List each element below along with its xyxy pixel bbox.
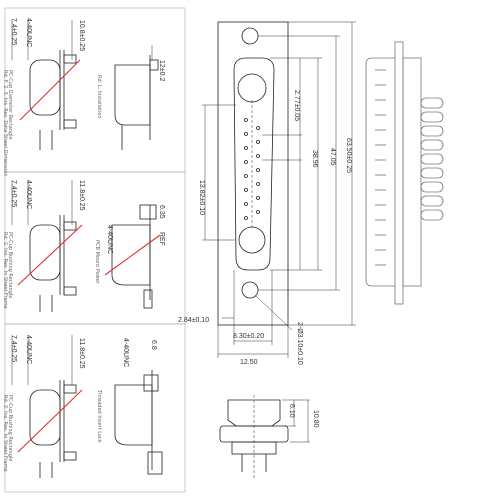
bottom-flange <box>219 425 289 443</box>
dim-e: REF <box>158 232 165 246</box>
d-shell <box>233 57 275 271</box>
note-1: Rd. F. 2. 3. Ins. Res. Data Sheet Dimens… <box>2 70 8 176</box>
side-flange <box>394 41 404 305</box>
side-connector-3 <box>17 380 83 478</box>
note-2: PC-Cup Bushing Rectangle <box>7 232 13 298</box>
dim-d: 4-40UNC <box>122 338 129 367</box>
dim-b: 4-40UNC <box>25 18 32 47</box>
flange-outline <box>217 21 289 326</box>
variant-panel-2: 7.4±0.25 4-40UNC 11.8±0.25 6.35 REF 4-40… <box>2 171 186 325</box>
dim-c: 11.8±0.25 <box>78 180 85 211</box>
dim-shell-height: 38.96 <box>311 150 318 168</box>
dim-a: 7.4±0.25 <box>10 335 17 362</box>
dim-b: 4-40UNC <box>25 180 32 209</box>
dim-hole-callout: 2-Ø3.10±0.10 <box>296 322 303 365</box>
dim-f: 4-40UNC <box>106 225 113 254</box>
mounting-hole-top <box>241 27 259 45</box>
front-dims-right: 2.77±0.05 38.96 47.05 63.50±0.25 <box>258 21 356 326</box>
dim-a: 7.4±0.25 <box>10 180 17 207</box>
note-2: PC-Cup Diameter Rectangle <box>7 70 13 140</box>
variant-panel-3: 7.4±0.25 4-40UNC 11.8±0.25 4-40UNC 6.8 R… <box>2 323 186 493</box>
coax-hole-bottom <box>238 226 266 254</box>
dim-c: 10.8±0.25 <box>78 20 85 51</box>
dim-d: 12±0.2 <box>158 60 165 81</box>
front-view: 2.77±0.05 38.96 47.05 63.50±0.25 13.82±0… <box>178 21 356 366</box>
note-3: Rd. L. Installation <box>96 75 102 118</box>
dim-pin-pitch: 2.77±0.05 <box>293 90 300 121</box>
dim-pin-spacing: 2.84±0.10 <box>178 317 209 324</box>
dim-hole-pitch: 47.05 <box>329 148 336 166</box>
dim-b: 4-40UNC <box>25 335 32 364</box>
dim-row-spacing: 8.30±0.20 <box>233 333 264 340</box>
dim-overall-height: 63.50±0.25 <box>345 138 352 173</box>
front-dims-left: 13.82±0.10 <box>198 104 236 241</box>
dim-shell-width: 13.82±0.10 <box>198 180 205 215</box>
note-1: Rd. 2. Ins. Res. In Sheet Frame <box>2 232 8 309</box>
coax-hole-top <box>237 73 267 103</box>
bottom-view: 6.10 10.80 <box>219 395 319 478</box>
note-3: Threaded Insert Lock <box>96 389 102 443</box>
dim-overall-width: 12.50 <box>240 359 258 366</box>
side-pin-marks <box>375 69 386 266</box>
left-panels: 7.4±0.25 4-40UNC 10.8±0.25 12±0.2 Rd. F.… <box>2 7 186 493</box>
front-dims-bottom: 2.84±0.10 8.30±0.20 12.50 2-Ø3.10±0.10 <box>178 270 303 366</box>
variant-panel-1: 7.4±0.25 4-40UNC 10.8±0.25 12±0.2 Rd. F.… <box>2 7 186 176</box>
side-view <box>365 41 444 305</box>
side-body <box>402 57 422 287</box>
dim-a: 7.4±0.25 <box>10 18 17 45</box>
side-connector-1 <box>19 50 81 150</box>
side-connector-2 <box>17 215 83 312</box>
side-shell <box>365 57 395 287</box>
side-connector-1b <box>114 55 159 150</box>
side-connector-2b <box>104 204 161 309</box>
dim-c: 11.8±0.25 <box>78 338 85 369</box>
note-3: PCB Mount Power <box>94 240 100 285</box>
dim-e: 6.8 <box>150 340 157 350</box>
note-1: Rd. 2. Ins. Res. In Sheet Frame <box>2 395 8 472</box>
note-2: PC-Cup Bushing Rectangle <box>7 395 13 461</box>
mounting-hole-bottom <box>241 281 259 299</box>
panel-frame <box>4 323 186 493</box>
dim-bottom-1: 6.10 <box>288 404 295 418</box>
pin-grid <box>244 100 260 228</box>
side-connector-3b <box>114 370 163 475</box>
dim-d: 6.35 <box>158 205 165 219</box>
dim-bottom-2: 10.80 <box>312 410 319 428</box>
side-contacts <box>420 97 444 221</box>
